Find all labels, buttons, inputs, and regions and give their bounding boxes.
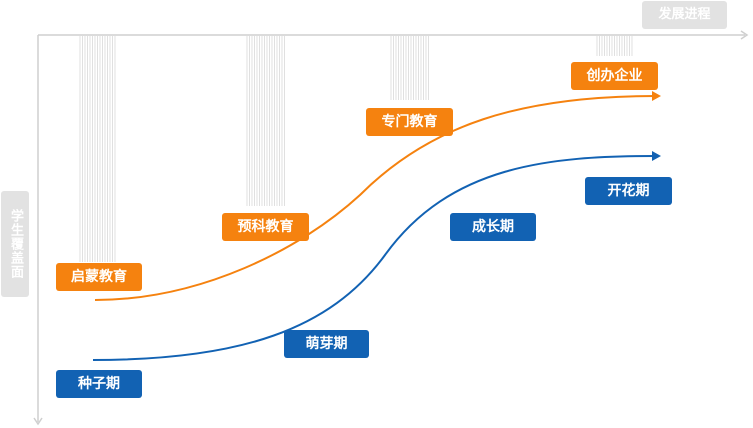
growth-stage-tag: 成长期 xyxy=(450,213,536,241)
hatch-bars xyxy=(79,36,633,262)
education-stage-tag: 预科教育 xyxy=(222,213,309,241)
x-axis-label: 发展进程 xyxy=(642,1,727,29)
y-axis-label: 学生覆盖面 xyxy=(1,191,29,297)
growth-curve xyxy=(92,155,657,361)
axes xyxy=(33,30,749,426)
education-stage-tag: 启蒙教育 xyxy=(56,263,142,291)
x-axis-arrow xyxy=(740,30,749,40)
growth-stage-tag: 开花期 xyxy=(585,177,672,205)
education-stage-tag: 专门教育 xyxy=(366,108,453,136)
growth-curve-arrow xyxy=(652,151,661,161)
education-curve-arrow xyxy=(652,91,661,101)
growth-stage-tag: 种子期 xyxy=(56,370,142,398)
education-stage-tag: 创办企业 xyxy=(571,62,658,90)
y-axis-arrow xyxy=(33,417,43,426)
growth-stage-tag: 萌芽期 xyxy=(284,330,369,358)
education-curve xyxy=(94,95,657,301)
